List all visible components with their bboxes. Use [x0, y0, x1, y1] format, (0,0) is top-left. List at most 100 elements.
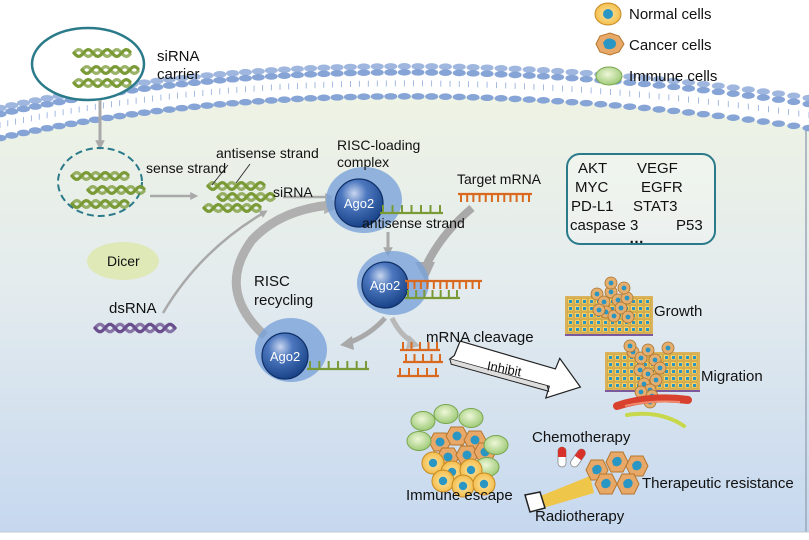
lipid-head	[580, 70, 593, 77]
normal-nucleus	[467, 466, 475, 474]
lipid-head	[226, 70, 239, 77]
nucleus	[590, 321, 593, 324]
lipid-head	[425, 93, 438, 100]
nucleus	[693, 363, 696, 366]
legend-immune-cell-icon	[596, 67, 622, 85]
lipid-head	[772, 90, 785, 97]
lipid-head	[5, 108, 18, 115]
lipid-head	[278, 96, 291, 103]
lipid-head	[453, 64, 466, 71]
lipid-head	[398, 63, 411, 70]
lipid-head	[623, 103, 636, 110]
carrier-sirna-helices	[74, 50, 138, 87]
chemotherapy-label: Chemotherapy	[532, 429, 630, 446]
normal-nucleus	[429, 459, 437, 467]
cancer-nucleus	[622, 286, 627, 291]
lipid-head	[17, 130, 30, 137]
lipid-head	[384, 63, 397, 70]
nucleus	[583, 314, 586, 317]
sirna-carrier	[32, 28, 144, 100]
nucleus	[609, 370, 612, 373]
cancer-nucleus	[436, 438, 445, 447]
nucleus	[693, 377, 696, 380]
lipid-head	[163, 106, 176, 113]
cancer-nucleus	[646, 348, 651, 353]
lipid-head	[331, 64, 344, 71]
lipid-head	[371, 93, 384, 100]
nucleus	[623, 363, 626, 366]
lipid-head	[138, 79, 151, 86]
lipid-head	[682, 109, 695, 116]
cancer-nucleus	[626, 315, 631, 320]
lipid-head	[727, 114, 740, 121]
lipid-head	[439, 69, 452, 76]
lipid-head	[317, 95, 330, 102]
nucleus	[686, 370, 689, 373]
nucleus	[618, 321, 621, 324]
target-gene-pd-l1: PD-L1	[571, 198, 614, 216]
nucleus	[623, 370, 626, 373]
lipid-head	[523, 72, 536, 79]
lipid-head	[425, 63, 438, 70]
lipid-head	[29, 127, 42, 134]
cancer-nucleus	[595, 292, 600, 297]
immune-cell	[434, 405, 458, 424]
lipid-head	[265, 73, 278, 80]
nucleus	[679, 377, 682, 380]
lipid-head	[291, 96, 304, 103]
lipid-head	[101, 115, 114, 122]
lipid-head	[357, 69, 370, 76]
cancer-nucleus	[453, 432, 462, 441]
lipid-head	[201, 78, 214, 85]
lipid-head	[594, 101, 607, 108]
nucleus	[646, 314, 649, 317]
nucleus	[693, 370, 696, 373]
lipid-head	[453, 94, 466, 101]
nucleus	[583, 300, 586, 303]
lipid-head	[712, 113, 725, 120]
nucleus	[632, 307, 635, 310]
lipid-head	[291, 72, 304, 79]
risc-recycling-label-line2: recycling	[254, 292, 313, 309]
lipid-head	[5, 132, 18, 139]
lipid-head	[188, 103, 201, 110]
sirna-label: siRNA	[273, 184, 313, 201]
lipid-head	[252, 98, 265, 105]
lipid-head	[344, 64, 357, 71]
lipid-head	[425, 69, 438, 76]
lipid-head	[226, 100, 239, 107]
nucleus	[630, 363, 633, 366]
lipid-head	[481, 94, 494, 101]
nucleus	[665, 377, 668, 380]
nucleus	[679, 363, 682, 366]
nucleus	[616, 384, 619, 387]
lipid-head	[344, 94, 357, 101]
lipid-head	[787, 92, 800, 99]
nucleus	[609, 356, 612, 359]
nucleus	[618, 328, 621, 331]
nucleus	[569, 307, 572, 310]
lipid-head	[53, 123, 66, 130]
cancer-nucleus	[654, 378, 659, 383]
lipid-head	[495, 95, 508, 102]
cancer-nucleus	[638, 368, 643, 373]
lipid-head	[278, 66, 291, 73]
nucleus	[576, 300, 579, 303]
lipid-head	[803, 95, 809, 102]
dicer-label: Dicer	[107, 253, 140, 270]
lipid-head	[344, 70, 357, 77]
nucleus	[590, 314, 593, 317]
nucleus	[672, 363, 675, 366]
lipid-head	[252, 68, 265, 75]
lipid-head	[213, 101, 226, 108]
nucleus	[672, 377, 675, 380]
nucleus	[583, 328, 586, 331]
lipid-head	[551, 98, 564, 105]
carrier-label-line1: siRNA	[157, 48, 200, 65]
target-gene-more: …	[629, 230, 644, 248]
nucleus	[590, 328, 593, 331]
therapeutic-resistance-label: Therapeutic resistance	[642, 475, 794, 492]
cancer-nucleus	[625, 296, 630, 301]
nucleus	[679, 384, 682, 387]
ago2-label-recycled: Ago2	[270, 349, 300, 364]
